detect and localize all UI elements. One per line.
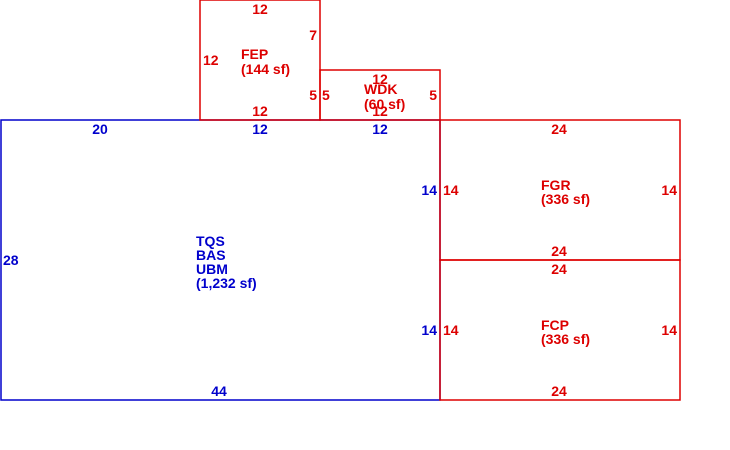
wdk-section: 12 5 5 12 WDK (60 sf) [319,69,441,121]
main-dim-top-right: 12 [372,121,388,137]
fcp-dim-left: 14 [443,322,459,338]
wdk-area: (60 sf) [364,96,405,112]
fcp-label: FCP [541,317,569,333]
wdk-dim-top: 12 [372,71,388,87]
wdk-label: WDK [364,81,397,97]
fgr-label: FGR [541,177,571,193]
main-label-bas: BAS [196,247,226,263]
fep-section: 12 12 7 5 12 FEP (144 sf) [199,0,321,121]
wdk-dim-bottom: 12 [372,103,388,119]
main-dim-right-lower: 14 [421,322,437,338]
fep-area: (144 sf) [241,61,290,77]
wdk-dim-right: 5 [429,87,437,103]
fcp-dim-top: 24 [551,261,567,277]
main-label-ubm: UBM [196,261,228,277]
fep-dim-left: 12 [203,52,219,68]
main-dim-top-mid: 12 [252,121,268,137]
fep-dim-right-lower: 5 [309,87,317,103]
fep-dim-right-upper: 7 [309,27,317,43]
fcp-outline [439,259,681,401]
fcp-area: (336 sf) [541,331,590,347]
fep-outline [199,0,321,121]
fcp-dim-right: 14 [661,322,677,338]
fgr-dim-left: 14 [443,182,459,198]
main-dim-left: 28 [3,252,19,268]
fcp-section: 24 14 14 24 FCP (336 sf) [439,259,681,401]
fcp-dim-bottom: 24 [551,383,567,399]
fep-dim-bottom: 12 [252,103,268,119]
fgr-dim-bottom: 24 [551,243,567,259]
fgr-dim-right: 14 [661,182,677,198]
wdk-outline [319,69,441,121]
main-label-tqs: TQS [196,233,225,249]
main-dim-right-upper: 14 [421,182,437,198]
fgr-area: (336 sf) [541,191,590,207]
main-structure: 20 12 12 28 14 14 44 TQS BAS UBM (1,232 … [0,119,441,401]
wdk-dim-left: 5 [322,87,330,103]
main-dim-bottom: 44 [211,383,227,399]
fgr-dim-top: 24 [551,121,567,137]
fep-dim-top: 12 [252,1,268,17]
main-dim-top-left: 20 [92,121,108,137]
fep-label: FEP [241,46,268,62]
main-area: (1,232 sf) [196,275,257,291]
fgr-section: 24 14 14 24 FGR (336 sf) [439,119,681,261]
